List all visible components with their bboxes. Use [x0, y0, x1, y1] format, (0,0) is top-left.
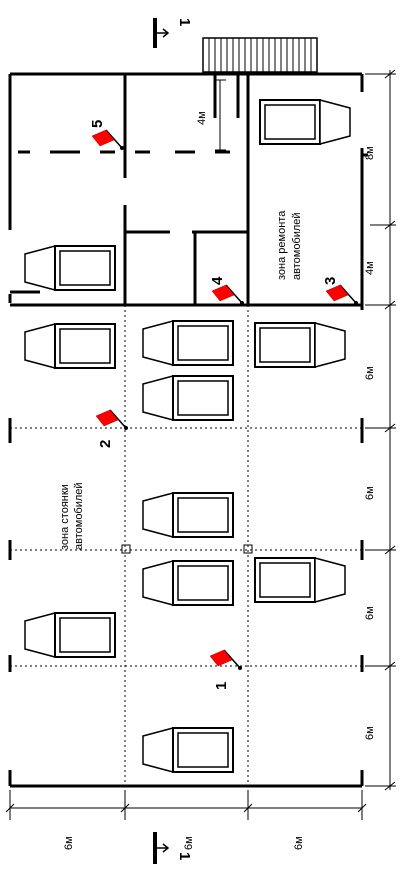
cars: [24, 99, 351, 773]
flag-marker-5: 5: [89, 120, 124, 150]
dimension-line-right: 8м 4м 6м 6м 6м 6м: [364, 69, 396, 791]
dim-inner: 4м: [196, 111, 208, 125]
flag-number-4: 4: [209, 276, 226, 285]
flags: 1 2 3 4 5: [89, 120, 358, 690]
flag-number-3: 3: [322, 277, 339, 285]
flag-marker-4: 4: [209, 276, 244, 305]
entrance-ramp: [202, 37, 318, 73]
car-icon: [24, 323, 116, 369]
flag-number-5: 5: [89, 120, 106, 128]
flag-number-2: 2: [97, 440, 114, 448]
car-icon: [24, 245, 116, 291]
car-icon: [24, 612, 116, 658]
dim-right-6: 6м: [364, 726, 376, 740]
car-icon: [254, 322, 346, 368]
flag-marker-2: 2: [95, 409, 128, 448]
dim-right-4: 6м: [364, 486, 376, 500]
dim-bottom-1: 6м: [63, 836, 75, 850]
car-icon: [259, 99, 351, 145]
section-mark-top-label: 1: [176, 18, 193, 26]
dimension-inner: 4м: [196, 79, 226, 151]
section-mark-bottom: 1: [153, 832, 193, 864]
section-mark-bottom-label: 1: [176, 852, 193, 860]
car-icon: [142, 492, 234, 538]
dim-bottom-2: 6м: [183, 836, 195, 850]
repair-zone-label-line2: автомобилей: [291, 212, 303, 280]
car-icon: [142, 560, 234, 606]
car-icon: [142, 320, 234, 366]
dimension-line-bottom: 6м 6м 6м: [5, 790, 367, 850]
car-icon: [142, 727, 234, 773]
dim-right-2: 4м: [364, 261, 376, 275]
dim-right-1: 8м: [364, 146, 376, 160]
building-walls: [8, 72, 368, 788]
parking-zone-label-line1: зона стоянки: [59, 484, 71, 550]
section-mark-top: 1: [153, 18, 193, 48]
dim-right-3: 6м: [364, 366, 376, 380]
dim-bottom-3: 6м: [293, 836, 305, 850]
flag-marker-3: 3: [322, 277, 358, 305]
dim-right-5: 6м: [364, 606, 376, 620]
flag-number-1: 1: [213, 682, 230, 690]
repair-zone-label-line1: зона ремонта: [276, 210, 288, 280]
car-icon: [142, 375, 234, 421]
car-icon: [254, 557, 346, 603]
flag-marker-1: 1: [209, 649, 242, 690]
parking-zone-label-line2: автомобилей: [73, 482, 85, 550]
grid-axes: [10, 305, 362, 786]
